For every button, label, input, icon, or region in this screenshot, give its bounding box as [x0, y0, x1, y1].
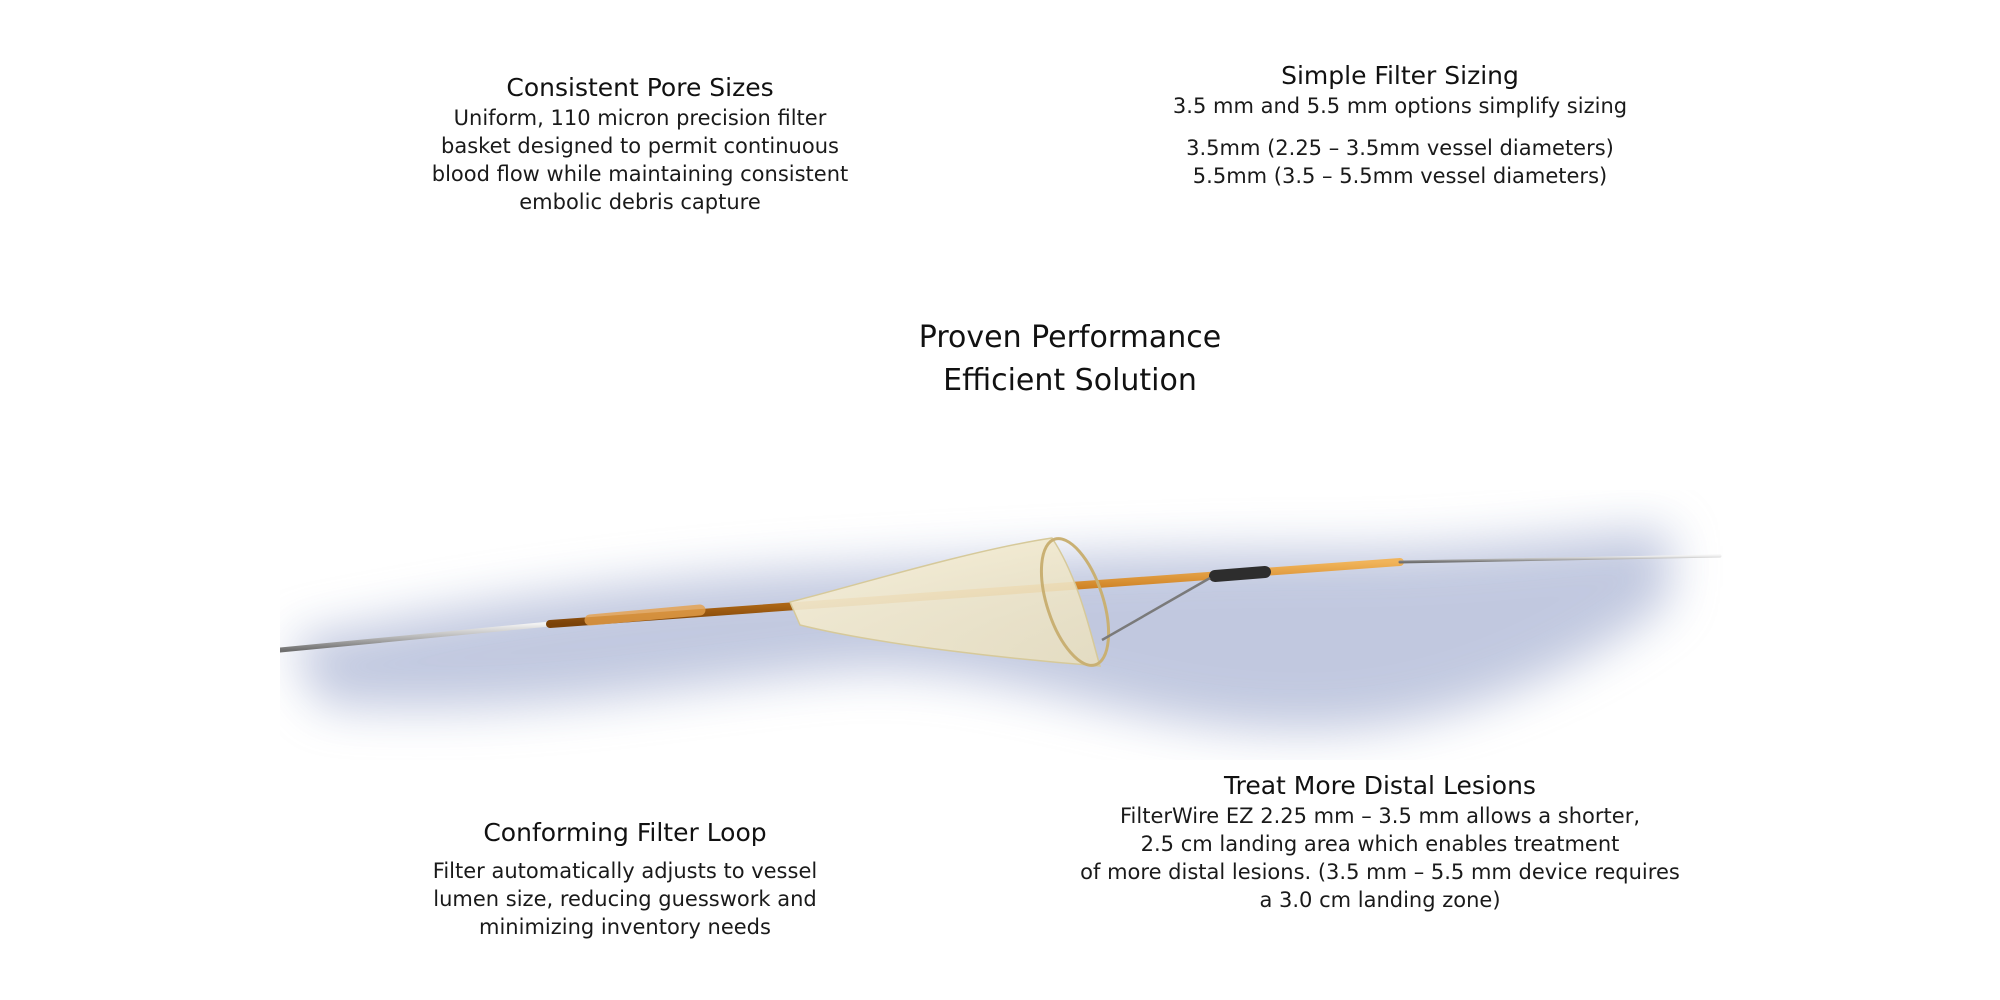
feature-consistent-pore-sizes: Consistent Pore Sizes Uniform, 110 micro… [420, 72, 860, 216]
center-tagline: Proven Performance Efficient Solution [870, 316, 1270, 402]
pore-line: Uniform, 110 micron precision filter [453, 106, 827, 130]
pore-line: embolic debris capture [519, 190, 761, 214]
pore-title: Consistent Pore Sizes [506, 73, 774, 102]
tagline-line-2: Efficient Solution [943, 363, 1197, 398]
pore-line: blood flow while maintaining consistent [431, 162, 849, 186]
distal-line: FilterWire EZ 2.25 mm – 3.5 mm allows a … [1119, 804, 1641, 828]
pore-line: basket designed to permit continuous [441, 134, 839, 158]
guidewire-left [280, 621, 553, 653]
loop-description: Filter automatically adjusts to vessel l… [400, 857, 850, 941]
loop-line: lumen size, reducing guesswork and [433, 887, 817, 911]
loop-line: Filter automatically adjusts to vessel [432, 859, 818, 883]
feature-conforming-filter-loop: Conforming Filter Loop Filter automatica… [400, 817, 850, 941]
sizing-option: 5.5mm (3.5 – 5.5mm vessel diameters) [1192, 164, 1608, 188]
loop-line: minimizing inventory needs [479, 915, 771, 939]
sizing-subtitle: 3.5 mm and 5.5 mm options simplify sizin… [1172, 94, 1628, 118]
distal-description: FilterWire EZ 2.25 mm – 3.5 mm allows a … [1080, 802, 1680, 914]
feature-simple-filter-sizing: Simple Filter Sizing 3.5 mm and 5.5 mm o… [1140, 60, 1660, 190]
radiopaque-marker [1209, 566, 1271, 582]
distal-line: a 3.0 cm landing zone) [1259, 888, 1501, 912]
loop-title: Conforming Filter Loop [483, 818, 767, 847]
tagline-line-1: Proven Performance [918, 320, 1222, 355]
distal-title: Treat More Distal Lesions [1224, 771, 1536, 800]
filter-basket [788, 537, 1111, 667]
filter-loop-strut [1101, 576, 1211, 642]
sizing-title: Simple Filter Sizing [1281, 61, 1519, 90]
distal-line: 2.5 cm landing area which enables treatm… [1140, 832, 1620, 856]
guidewire-tip [1398, 554, 1722, 564]
feature-treat-distal-lesions: Treat More Distal Lesions FilterWire EZ … [1080, 770, 1680, 914]
filterwire-device-illustration [280, 530, 1722, 731]
pore-description: Uniform, 110 micron precision filter bas… [420, 104, 860, 216]
sizing-option: 3.5mm (2.25 – 3.5mm vessel diameters) [1186, 136, 1614, 160]
sizing-options: 3.5mm (2.25 – 3.5mm vessel diameters) 5.… [1140, 134, 1660, 190]
distal-line: of more distal lesions. (3.5 mm – 5.5 mm… [1080, 860, 1680, 884]
